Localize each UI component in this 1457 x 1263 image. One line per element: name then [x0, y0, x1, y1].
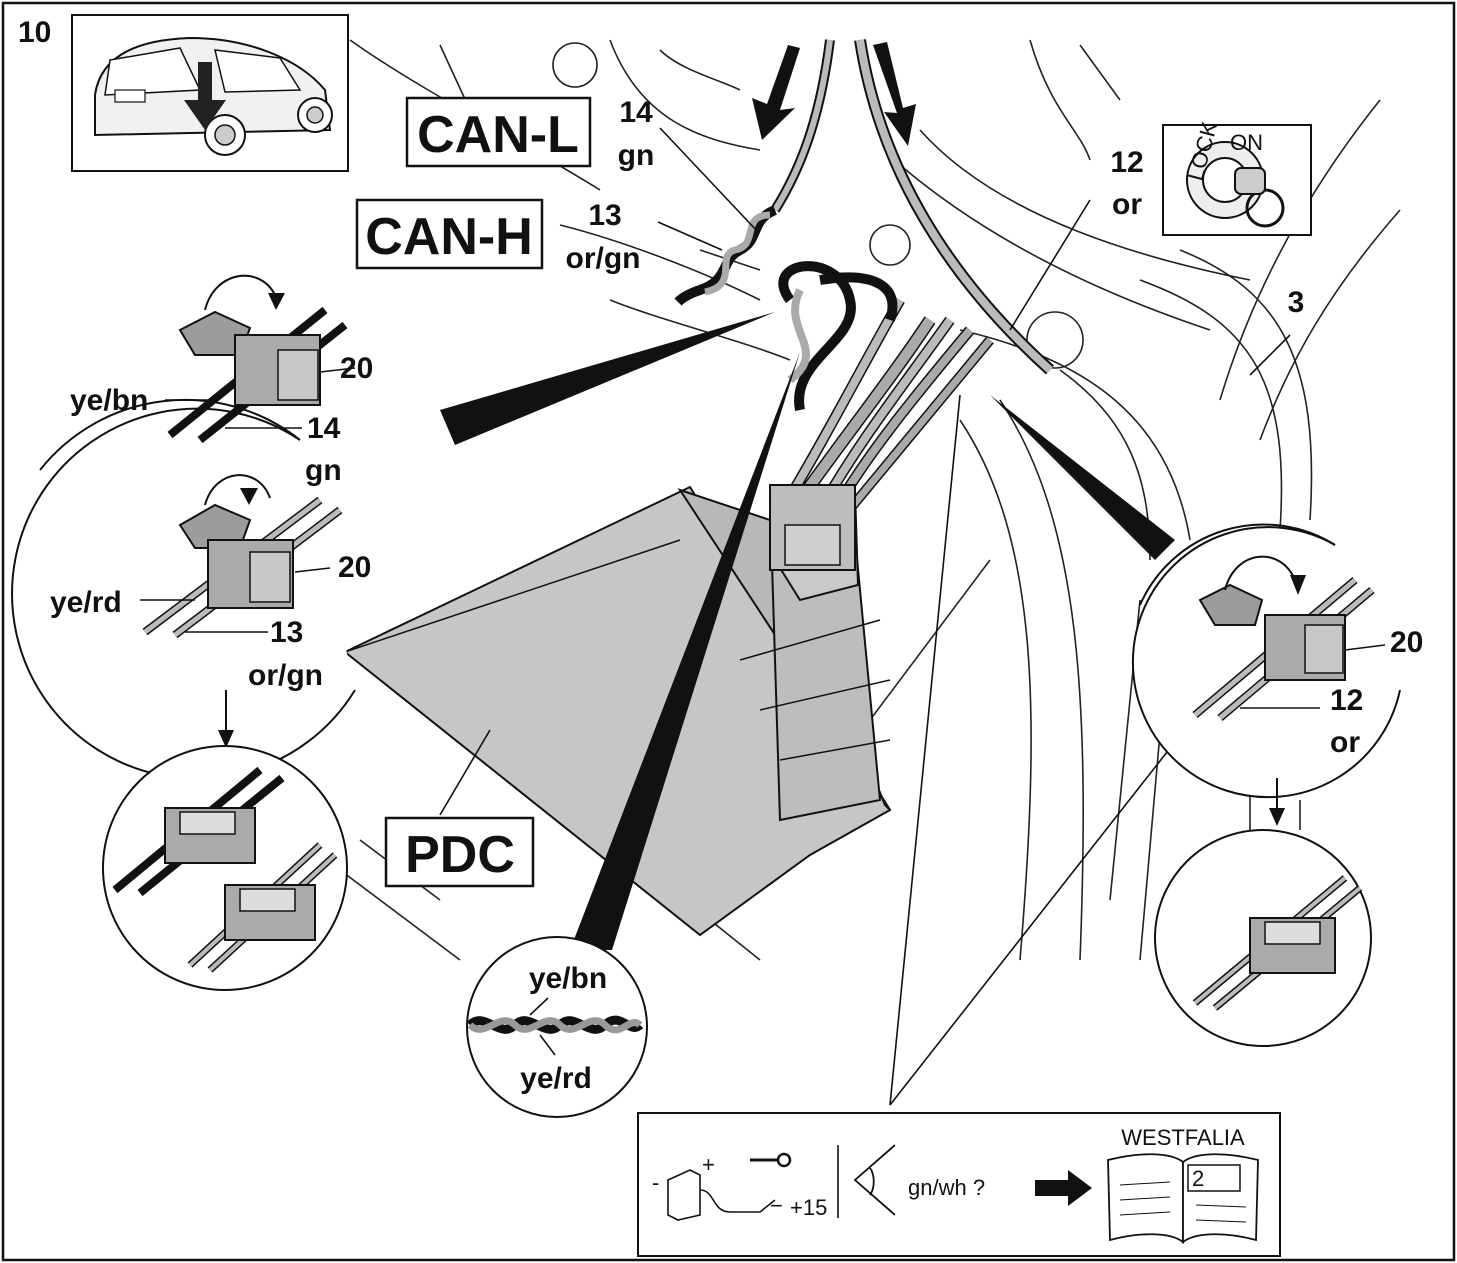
wire-12-color: or: [1112, 188, 1142, 221]
pdc-label: PDC: [384, 816, 535, 888]
pointer-wedges: [440, 312, 1175, 950]
wire-13-number-detail: 13: [270, 616, 303, 649]
battery-icon: + -: [652, 1152, 715, 1221]
ye-rd-label-b: ye/rd: [520, 1062, 592, 1095]
query-text: gn/wh ?: [908, 1175, 985, 1200]
wire-13-color-detail: or/gn: [248, 659, 323, 692]
down-arrow-icon: [218, 690, 234, 748]
ye-bn-label-a: ye/bn: [70, 384, 148, 417]
eye-icon: [853, 1144, 896, 1216]
leader-lines: [657, 127, 1291, 1106]
down-arrow-icon: [1269, 778, 1285, 826]
wire-13-number: 13: [588, 199, 621, 232]
manual-book-icon: 2: [1107, 1153, 1259, 1244]
part-3-label: 3: [1288, 286, 1305, 319]
direction-arrows: [752, 42, 916, 146]
svg-text:CAN-H: CAN-H: [365, 208, 533, 266]
wire-12-number-detail: 12: [1330, 684, 1363, 717]
ye-bn-label-b: ye/bn: [529, 962, 607, 995]
step-number: 10: [18, 16, 51, 49]
wire-14-color: gn: [618, 139, 655, 172]
detail-circle-closed-splices: [102, 745, 348, 991]
detail-circle-or-splice: 20 12 or: [1131, 523, 1423, 799]
can-l-label: CAN-L: [405, 96, 592, 168]
wire-bundle: [674, 39, 1055, 571]
detail-circle-closed-or-splice: [1154, 829, 1372, 1047]
wire-14-number: 14: [619, 96, 653, 129]
svg-text:-: -: [652, 1170, 659, 1195]
svg-text:PDC: PDC: [405, 826, 515, 884]
down-arrow-icon: [184, 62, 226, 130]
can-h-label: CAN-H: [355, 198, 544, 270]
wire-14-number-detail: 14: [307, 412, 341, 445]
wire-12-color-detail: or: [1330, 726, 1360, 759]
car-rear-thumbnail: [71, 14, 349, 172]
svg-text:CAN-L: CAN-L: [417, 106, 579, 164]
right-arrow-icon: [1035, 1170, 1092, 1206]
brand-label: WESTFALIA: [1121, 1125, 1245, 1150]
ye-rd-label-a: ye/rd: [50, 586, 122, 619]
svg-text:ON: ON: [1230, 130, 1263, 155]
detail-circle-twisted-pair: ye/bn ye/rd: [466, 936, 648, 1118]
terminal-15-label: +15: [790, 1195, 827, 1220]
note-box: + - − +15 gn/wh ? WESTFALIA 2: [637, 1112, 1281, 1257]
wire-12-number: 12: [1110, 146, 1143, 179]
svg-text:+: +: [702, 1152, 715, 1177]
key-icon: [750, 1152, 792, 1168]
wire-13-color: or/gn: [566, 242, 641, 275]
part-20-label-b: 20: [338, 551, 371, 584]
part-20-label-c: 20: [1390, 626, 1423, 659]
part-20-label-a: 20: [340, 352, 373, 385]
ignition-key-icon: LOCK ON: [1162, 119, 1312, 236]
detail-circle-can-l: 20 ye/bn 14 gn 20 ye/rd 13 or/gn: [11, 274, 373, 780]
minus-sign: −: [770, 1193, 783, 1218]
svg-text:2: 2: [1192, 1166, 1204, 1191]
wire-14-color-detail: gn: [305, 454, 342, 487]
